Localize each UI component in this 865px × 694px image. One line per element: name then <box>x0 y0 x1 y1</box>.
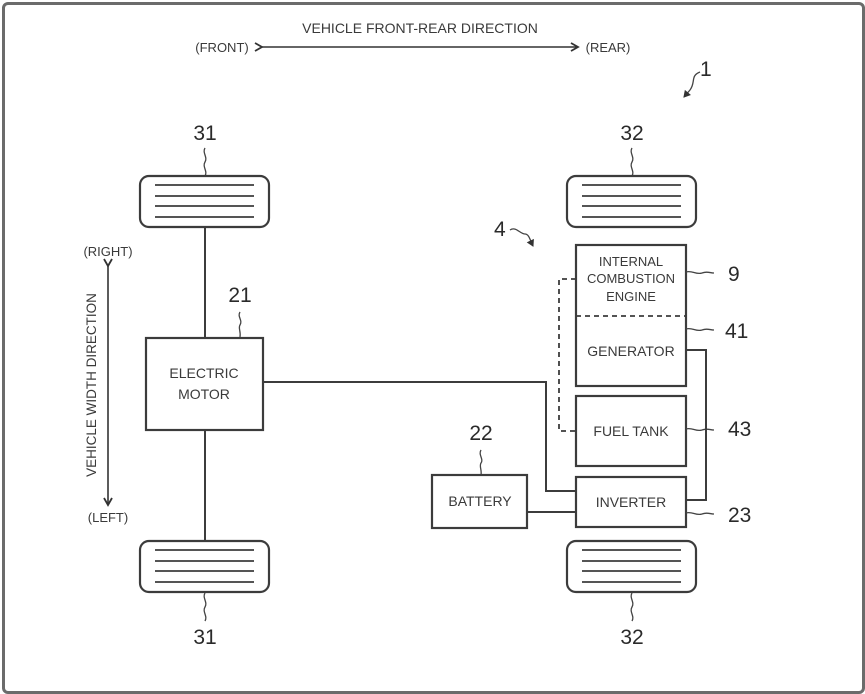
front-wheel-ref-bottom: 31 <box>193 626 216 649</box>
engine-label-line1: INTERNAL <box>599 254 663 269</box>
generator-inverter-wire <box>686 349 707 501</box>
right-label: (RIGHT) <box>83 244 132 259</box>
power-unit-pointer-icon <box>509 228 534 247</box>
figure-ref-1: 1 <box>700 58 712 81</box>
leader-line <box>630 592 634 622</box>
leader-line <box>685 327 715 332</box>
leader-line <box>203 147 207 177</box>
rear-wheel-bottom <box>565 539 698 594</box>
engine-ref: 9 <box>728 263 740 286</box>
rear-wheel-ref-bottom: 32 <box>620 626 643 649</box>
inverter-label: INVERTER <box>596 494 667 510</box>
fuel-line <box>558 278 576 432</box>
leader-line <box>685 270 715 275</box>
leader-line <box>685 511 715 516</box>
left-label: (LEFT) <box>88 510 128 525</box>
front-wheel-top <box>138 174 271 229</box>
rear-wheel-ref-top: 32 <box>620 122 643 145</box>
leader-line <box>203 592 207 622</box>
electric-motor-box <box>144 336 265 432</box>
rear-wheel-top <box>565 174 698 229</box>
front-label: (FRONT) <box>195 40 248 55</box>
electric-motor-label-line2: MOTOR <box>178 386 230 402</box>
generator-ref: 41 <box>725 320 748 343</box>
leader-line <box>685 427 715 432</box>
front-wheel-bottom <box>138 539 271 594</box>
battery-label: BATTERY <box>448 493 512 509</box>
fuel-tank-box <box>574 394 688 468</box>
electric-motor-label-line1: ELECTRIC <box>169 365 238 381</box>
motor-inverter-wire <box>263 381 576 492</box>
rear-label: (REAR) <box>586 40 631 55</box>
battery-box <box>430 473 529 530</box>
width-axis-title: VEHICLE WIDTH DIRECTION <box>84 293 99 477</box>
engine-label-line2: COMBUSTION <box>587 271 675 286</box>
generator-label: GENERATOR <box>587 343 674 359</box>
figure-pointer-arrow-icon <box>683 71 701 98</box>
battery-ref: 22 <box>469 422 492 445</box>
fuel-tank-label: FUEL TANK <box>593 423 669 439</box>
fuel-tank-ref: 43 <box>728 418 751 441</box>
front-wheel-ref-top: 31 <box>193 122 216 145</box>
inverter-ref: 23 <box>728 504 751 527</box>
electric-motor-ref: 21 <box>228 284 251 307</box>
engine-label-line3: ENGINE <box>606 289 656 304</box>
leader-line <box>238 311 242 338</box>
inverter-box <box>574 475 688 529</box>
leader-line <box>479 449 483 476</box>
power-unit-ref: 4 <box>494 218 506 241</box>
front-rear-axis-title: VEHICLE FRONT-REAR DIRECTION <box>302 20 538 36</box>
leader-line <box>630 147 634 177</box>
